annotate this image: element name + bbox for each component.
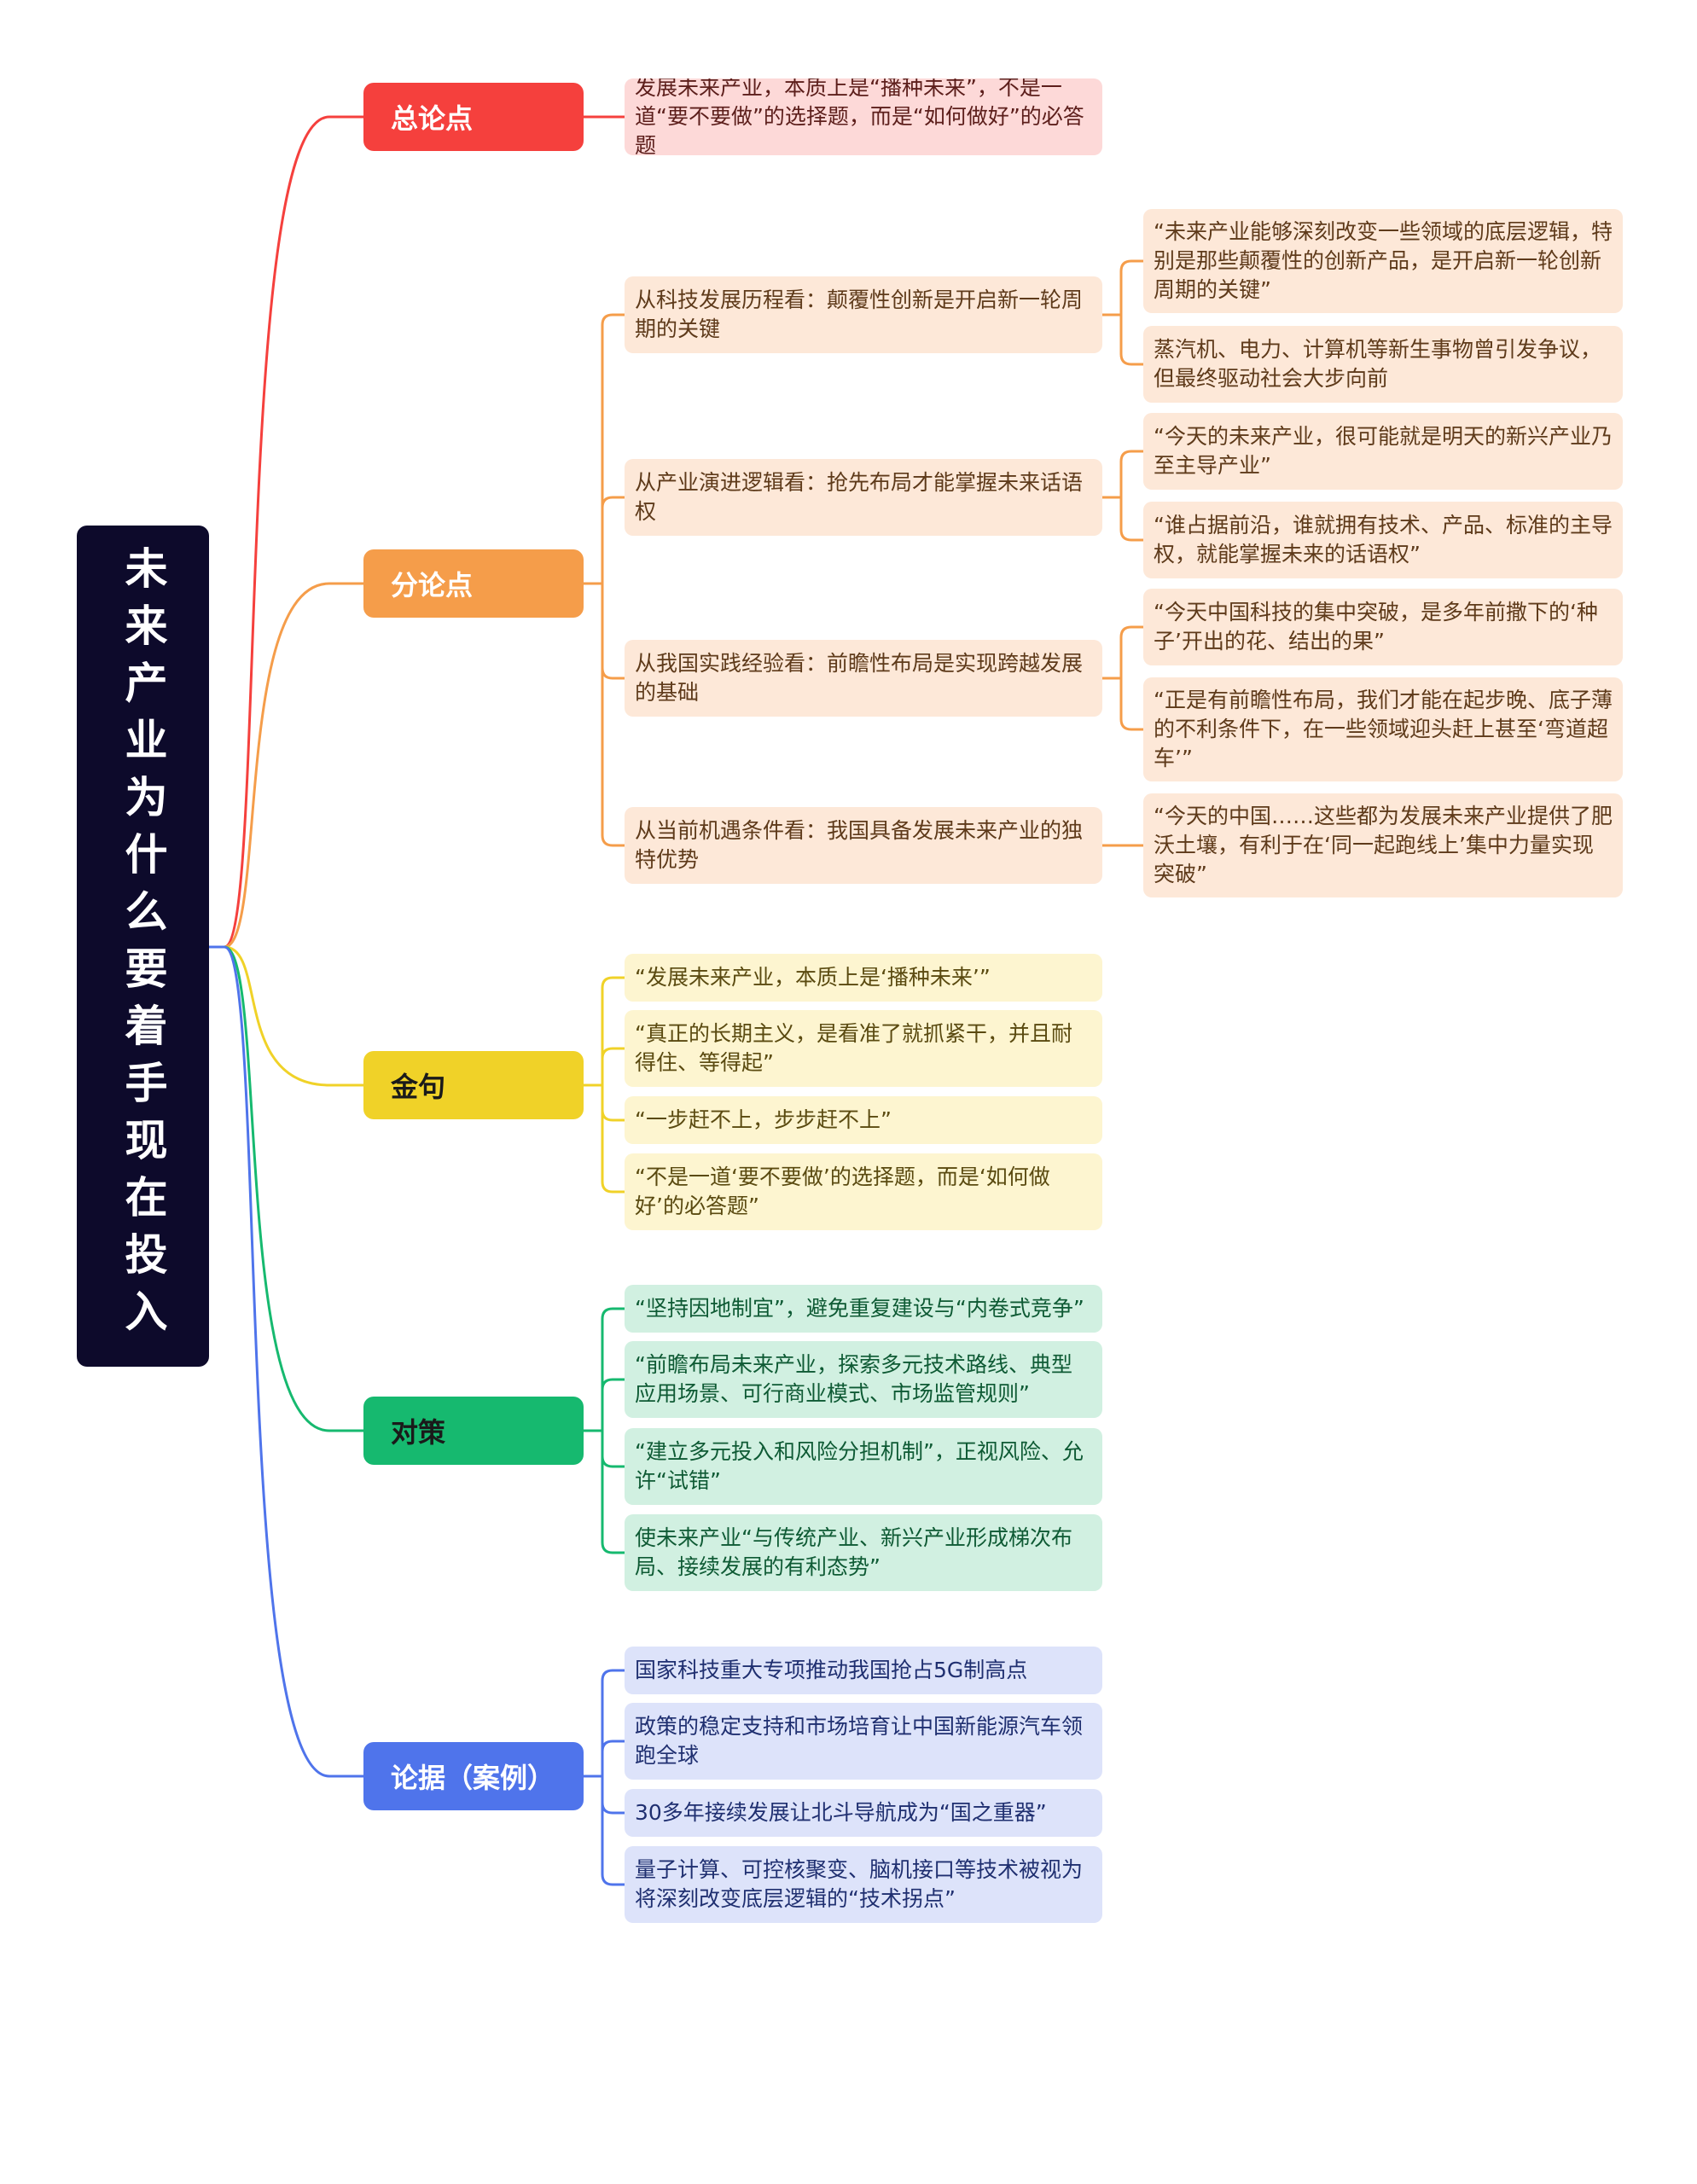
node-text: 使未来产业“与传统产业、新兴产业形成梯次布局、接续发展的有利态势” [635,1525,1072,1579]
connector-line [582,1083,626,1194]
node-countermeasure[interactable]: “建立多元投入和风险分担机制”，正视风险、允许“试错” [625,1428,1102,1505]
node-text: 从当前机遇条件看：我国具备发展未来产业的独特优势 [635,818,1084,872]
connector-line [1101,259,1145,317]
branch-label: 论据（案例） [391,1762,555,1794]
node-countermeasure[interactable]: “前瞻布局未来产业，探索多元技术路线、典型应用场景、可行商业模式、市场监管规则” [625,1341,1102,1418]
connector-line [582,582,626,847]
connector-line [582,313,626,585]
connector-line [582,1307,626,1432]
node-text: “今天的中国……这些都为发展未来产业提供了肥沃土壤，有利于在‘同一起跑线上’集中… [1154,804,1613,886]
node-text: 从我国实践经验看：前瞻性布局是实现跨越发展的基础 [635,651,1084,705]
node-text: “发展未来产业，本质上是‘播种未来’” [635,965,991,990]
node-case[interactable]: 政策的稳定支持和市场培育让中国新能源汽车领跑全球 [625,1703,1102,1780]
connector-line [582,1083,626,1122]
node-evidence-quote[interactable]: “未来产业能够深刻改变一些领域的底层逻辑，特别是那些颠覆性的创新产品，是开启新一… [1143,209,1623,313]
node-text: 从科技发展历程看：颠覆性创新是开启新一轮周期的关键 [635,288,1084,341]
branch-sub-arguments[interactable]: 分论点 [363,549,584,618]
node-text: “坚持因地制宜”，避免重复建设与“内卷式竞争” [635,1296,1084,1321]
node-case[interactable]: 30多年接续发展让北斗导航成为“国之重器” [625,1789,1102,1837]
connector-line [582,496,626,585]
branch-label: 总论点 [391,102,474,135]
branch-label: 金句 [391,1071,446,1103]
connector-line [207,115,365,949]
node-golden-quote[interactable]: “一步赶不上，步步赶不上” [625,1096,1102,1144]
connector-line [1101,677,1145,731]
branch-main-thesis[interactable]: 总论点 [363,83,584,151]
node-golden-quote[interactable]: “发展未来产业，本质上是‘播种未来’” [625,954,1102,1002]
node-evidence-quote[interactable]: “今天中国科技的集中突破，是多年前撒下的‘种子’开出的花、结出的果” [1143,589,1623,665]
node-main-thesis[interactable]: 发展未来产业，本质上是“播种未来”，不是一道“要不要做”的选择题，而是“如何做好… [625,78,1102,155]
node-golden-quote[interactable]: “真正的长期主义，是看准了就抓紧干，并且耐得住、等得起” [625,1010,1102,1087]
node-text: “真正的长期主义，是看准了就抓紧干，并且耐得住、等得起” [635,1021,1072,1075]
node-golden-quote[interactable]: “不是一道‘要不要做’的选择题，而是‘如何做好’的必答题” [625,1153,1102,1230]
connector-line [207,945,365,1778]
branch-label: 对策 [391,1416,446,1449]
node-countermeasure[interactable]: 使未来产业“与传统产业、新兴产业形成梯次布局、接续发展的有利态势” [625,1514,1102,1591]
node-text: “今天的未来产业，很可能就是明天的新兴产业乃至主导产业” [1154,424,1613,478]
node-text: “未来产业能够深刻改变一些领域的底层逻辑，特别是那些颠覆性的创新产品，是开启新一… [1154,219,1613,302]
node-case[interactable]: 国家科技重大专项推动我国抢占5G制高点 [625,1647,1102,1694]
branch-golden-quotes[interactable]: 金句 [363,1051,584,1119]
node-text: “谁占据前沿，谁就拥有技术、产品、标准的主导权，就能掌握未来的话语权” [1154,513,1613,566]
connector-line [1101,496,1145,542]
node-case[interactable]: 量子计算、可控核聚变、脑机接口等技术被视为将深刻改变底层逻辑的“技术拐点” [625,1846,1102,1923]
node-evidence-quote[interactable]: “谁占据前沿，谁就拥有技术、产品、标准的主导权，就能掌握未来的话语权” [1143,502,1623,578]
connector-line [582,1047,626,1087]
node-text: 30多年接续发展让北斗导航成为“国之重器” [635,1800,1047,1825]
connector-line [582,1740,626,1778]
node-evidence-quote[interactable]: “正是有前瞻性布局，我们才能在起步晚、底子薄的不利条件下，在一些领域迎头赶上甚至… [1143,677,1623,781]
connector-line [582,582,626,680]
connector-line [207,945,365,1432]
connector-line [1101,625,1145,680]
node-sub-argument[interactable]: 从科技发展历程看：颠覆性创新是开启新一轮周期的关键 [625,276,1102,353]
node-evidence-quote[interactable]: 蒸汽机、电力、计算机等新生事物曾引发争议，但最终驱动社会大步向前 [1143,326,1623,403]
connector-line [1101,450,1145,499]
node-text: “前瞻布局未来产业，探索多元技术路线、典型应用场景、可行商业模式、市场监管规则” [635,1352,1072,1406]
node-evidence-quote[interactable]: “今天的中国……这些都为发展未来产业提供了肥沃土壤，有利于在‘同一起跑线上’集中… [1143,793,1623,897]
connector-line [582,976,626,1087]
branch-label: 分论点 [391,569,474,601]
branch-cases[interactable]: 论据（案例） [363,1742,584,1810]
connector-line [582,1429,626,1468]
connector-line [1101,313,1145,366]
connector-line [582,1774,626,1815]
node-text: 发展未来产业，本质上是“播种未来”，不是一道“要不要做”的选择题，而是“如何做好… [635,78,1084,155]
node-text: 从产业演进逻辑看：抢先布局才能掌握未来话语权 [635,470,1084,524]
node-text: 蒸汽机、电力、计算机等新生事物曾引发争议，但最终驱动社会大步向前 [1154,337,1602,391]
connector-line [207,582,365,949]
node-text: 政策的稳定支持和市场培育让中国新能源汽车领跑全球 [635,1714,1084,1768]
node-countermeasure[interactable]: “坚持因地制宜”，避免重复建设与“内卷式竞争” [625,1285,1102,1333]
node-text: “建立多元投入和风险分担机制”，正视风险、允许“试错” [635,1439,1084,1493]
node-text: “今天中国科技的集中突破，是多年前撒下的‘种子’开出的花、结出的果” [1154,600,1598,653]
connector-line [582,1378,626,1432]
node-text: 量子计算、可控核聚变、脑机接口等技术被视为将深刻改变底层逻辑的“技术拐点” [635,1857,1084,1911]
node-sub-argument[interactable]: 从当前机遇条件看：我国具备发展未来产业的独特优势 [625,807,1102,884]
connector-line [582,1669,626,1778]
branch-countermeasures[interactable]: 对策 [363,1397,584,1465]
connector-line [582,1774,626,1886]
node-text: 国家科技重大专项推动我国抢占5G制高点 [635,1658,1028,1682]
node-sub-argument[interactable]: 从我国实践经验看：前瞻性布局是实现跨越发展的基础 [625,640,1102,717]
node-text: “正是有前瞻性布局，我们才能在起步晚、底子薄的不利条件下，在一些领域迎头赶上甚至… [1154,688,1613,770]
root-topic[interactable]: 未来产业为什么要着手现在投入 [77,526,209,1367]
node-sub-argument[interactable]: 从产业演进逻辑看：抢先布局才能掌握未来话语权 [625,459,1102,536]
node-text: “不是一道‘要不要做’的选择题，而是‘如何做好’的必答题” [635,1165,1050,1218]
node-text: “一步赶不上，步步赶不上” [635,1107,892,1132]
node-evidence-quote[interactable]: “今天的未来产业，很可能就是明天的新兴产业乃至主导产业” [1143,413,1623,490]
connector-line [207,945,365,1087]
connector-line [582,1429,626,1554]
root-title: 未来产业为什么要着手现在投入 [118,546,168,1346]
